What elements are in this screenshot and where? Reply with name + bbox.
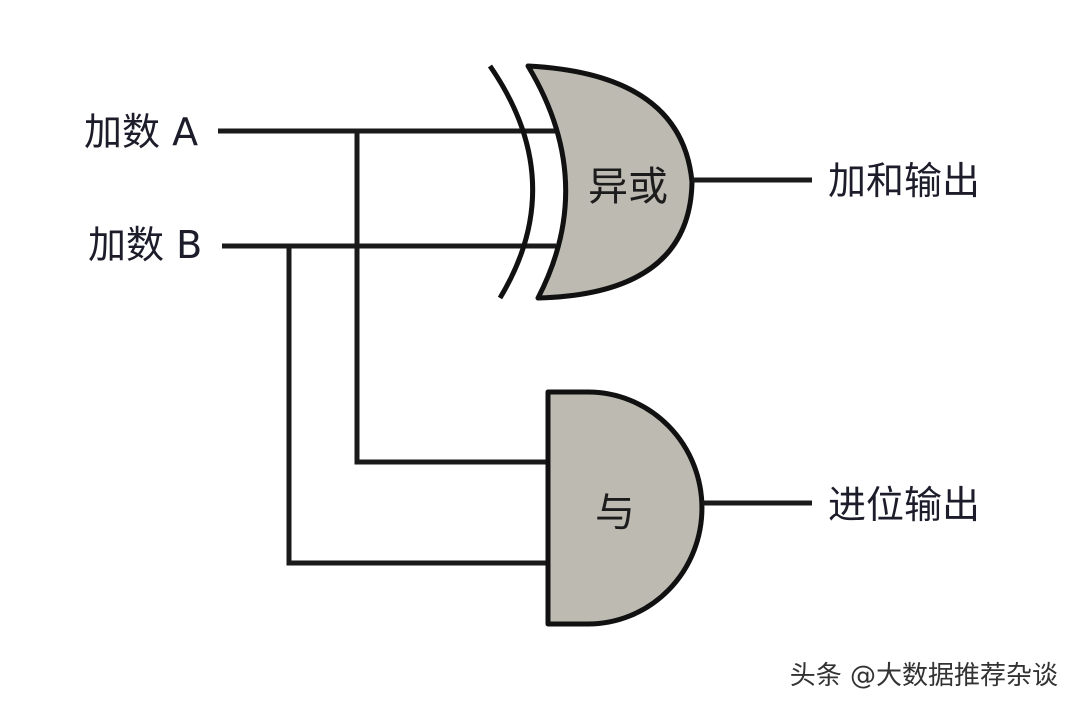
output-wires bbox=[692, 177, 812, 506]
wire-a-to-and bbox=[354, 131, 548, 465]
xor-gate-label: 异或 bbox=[588, 164, 668, 210]
xor-gate: 异或 bbox=[487, 63, 695, 301]
input-b-label: 加数 B bbox=[88, 223, 202, 267]
watermark: 头条 @大数据推荐杂谈 bbox=[790, 661, 1058, 691]
sum-output-label: 加和输出 bbox=[828, 159, 980, 203]
carry-output-label: 进位输出 bbox=[828, 483, 980, 527]
and-gate-body bbox=[545, 389, 705, 627]
and-gate: 与 bbox=[545, 389, 705, 627]
wire-b-to-and bbox=[286, 246, 548, 566]
xor-gate-input-arc bbox=[487, 64, 536, 300]
and-gate-label: 与 bbox=[595, 490, 635, 536]
input-wires bbox=[218, 128, 556, 566]
input-a-label: 加数 A bbox=[84, 110, 198, 154]
xor-gate-body bbox=[525, 63, 695, 301]
